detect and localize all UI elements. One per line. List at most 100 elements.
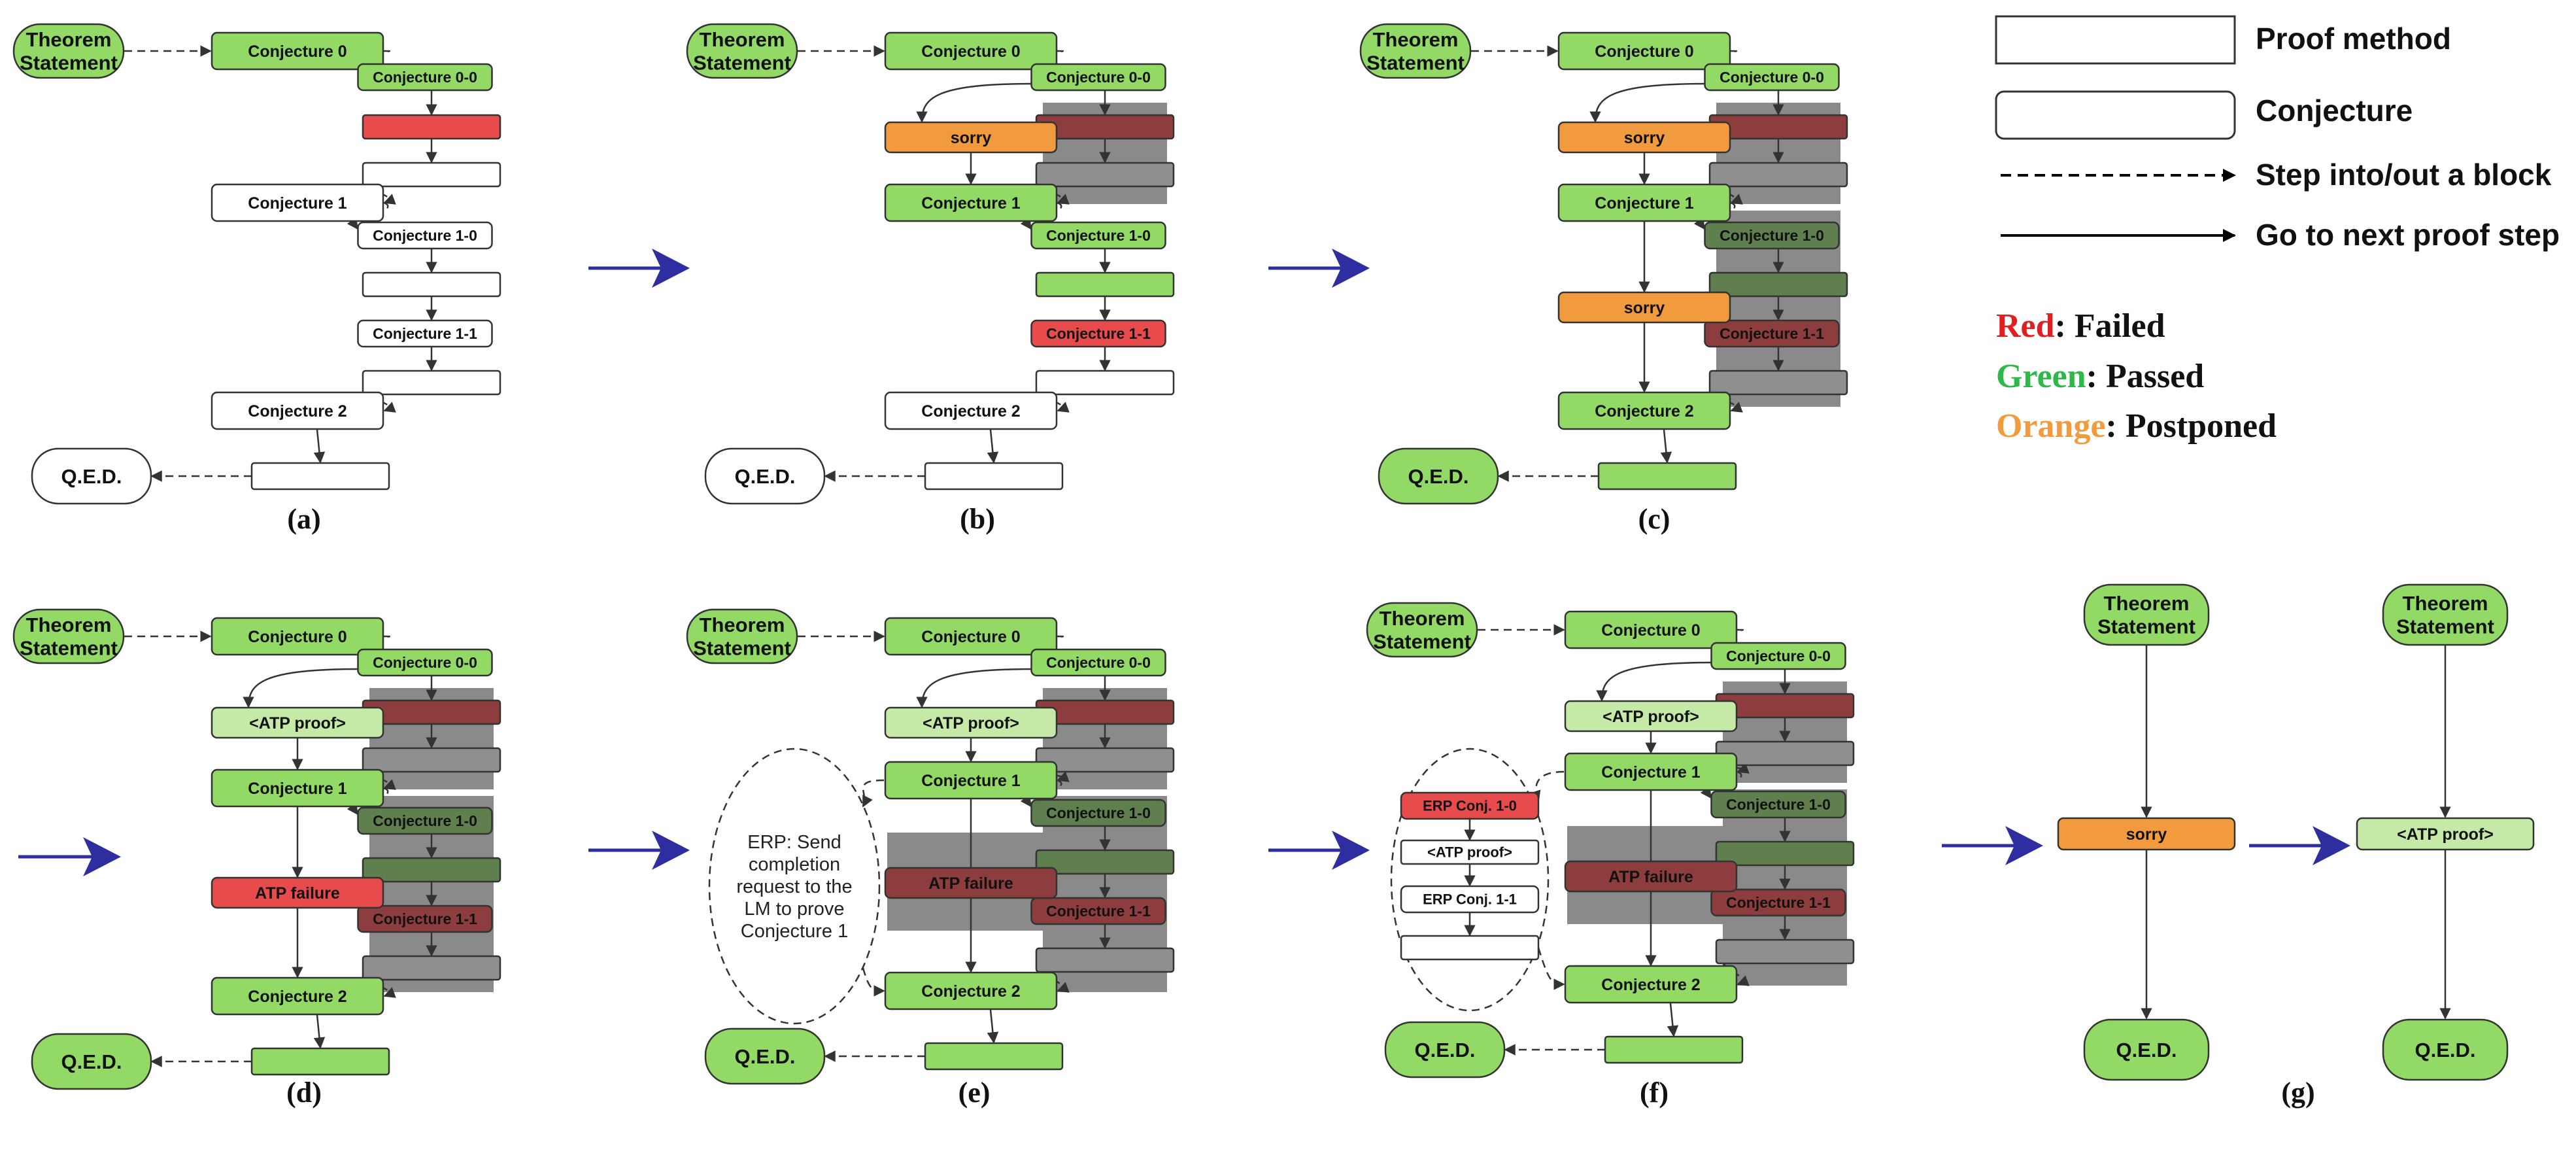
panel-d-proof-step-2 bbox=[250, 1047, 390, 1076]
panel-e-atp-proof-step-label: <ATP proof> bbox=[923, 714, 1019, 732]
panel-d-conjecture-0-0-label: Conjecture 0-0 bbox=[373, 654, 477, 671]
panel-f-conjecture-0-0-label: Conjecture 0-0 bbox=[1726, 647, 1831, 664]
panel-e-qed: Q.E.D. bbox=[704, 1027, 826, 1085]
panel-e-atp-failure-step: ATP failure bbox=[884, 867, 1058, 899]
panel-e-conjecture-0-0: Conjecture 0-0 bbox=[1030, 648, 1166, 677]
panel-b-proof-step-2 bbox=[924, 462, 1064, 491]
panel-d-proof-step-1-0 bbox=[362, 857, 501, 883]
panel-f-atp-proof-step: <ATP proof> bbox=[1564, 700, 1738, 732]
panel-a-proof-step-1-1 bbox=[362, 370, 501, 396]
panel-c-qed-label: Q.E.D. bbox=[1408, 465, 1468, 488]
panel-e-proof-step-1-0 bbox=[1035, 849, 1175, 875]
panel-c-sorry-step-label: sorry bbox=[1624, 129, 1665, 147]
panel-e-conjecture-1-1: Conjecture 1-1 bbox=[1030, 897, 1166, 925]
panel-b-conjecture-1: Conjecture 1 bbox=[884, 183, 1058, 222]
panel-e-conjecture-2-label: Conjecture 2 bbox=[921, 982, 1020, 1001]
panel-c-conjecture-1-0-label: Conjecture 1-0 bbox=[1720, 227, 1824, 244]
dashed-edge bbox=[1529, 770, 1565, 802]
panel-label-c: (c) bbox=[1638, 503, 1670, 535]
panel-d-atp-proof-step: <ATP proof> bbox=[211, 706, 384, 739]
panel-e-conjecture-0-label: Conjecture 0 bbox=[921, 628, 1020, 646]
panel-a-conjecture-0-0-label: Conjecture 0-0 bbox=[373, 69, 477, 86]
panel-f-proof-step-1-0 bbox=[1715, 840, 1855, 867]
panel-f-conjecture-0-0: Conjecture 0-0 bbox=[1710, 642, 1846, 670]
panel-c-proof-step-2 bbox=[1597, 462, 1737, 491]
solid-edge bbox=[243, 668, 360, 708]
panel-f-erp-proof-step bbox=[1400, 935, 1540, 961]
panel-c-proof-step-1-0 bbox=[1708, 271, 1848, 298]
panel-a-qed-label: Q.E.D. bbox=[61, 465, 122, 488]
panel-e-conjecture-0-0-label: Conjecture 0-0 bbox=[1046, 654, 1151, 671]
panel-b-proof-step-0-0b bbox=[1035, 162, 1175, 188]
panel-a-conjecture-0-label: Conjecture 0 bbox=[248, 43, 347, 61]
legend-red-entry: Red: Failed bbox=[1996, 307, 2165, 345]
panel-a-conjecture-1-label: Conjecture 1 bbox=[248, 194, 347, 213]
panel-c-conjecture-1-1-label: Conjecture 1-1 bbox=[1720, 325, 1824, 342]
panel-d-conjecture-1-1-label: Conjecture 1-1 bbox=[373, 910, 477, 927]
legend-orange-entry: Orange: Postponed bbox=[1996, 407, 2277, 445]
panel-b-conjecture-2-label: Conjecture 2 bbox=[921, 402, 1020, 421]
panel-b-sorry-step: sorry bbox=[884, 121, 1058, 154]
panel-a-conjecture-1-0: Conjecture 1-0 bbox=[357, 221, 493, 250]
panel-label-g: (g) bbox=[2281, 1077, 2314, 1109]
solid-edge bbox=[1589, 82, 1707, 123]
panel-e-conjecture-1-0-label: Conjecture 1-0 bbox=[1046, 804, 1151, 821]
panel-f-atp-proof-step-label: <ATP proof> bbox=[1602, 708, 1699, 726]
solid-edge bbox=[916, 82, 1034, 123]
panel-f-conjecture-1-0-label: Conjecture 1-0 bbox=[1726, 796, 1831, 813]
panel-c-conjecture-2-label: Conjecture 2 bbox=[1595, 402, 1693, 421]
panel-e-erp-ellipse bbox=[708, 748, 881, 1025]
panel-e-conjecture-2: Conjecture 2 bbox=[884, 971, 1058, 1010]
panel-c-qed: Q.E.D. bbox=[1378, 447, 1499, 505]
legend-next-step-label: Go to next proof step bbox=[2256, 218, 2560, 252]
panel-c-conjecture-0-0-label: Conjecture 0-0 bbox=[1720, 69, 1824, 86]
panel-d-conjecture-1-0: Conjecture 1-0 bbox=[357, 806, 493, 835]
legend-proof-method-label: Proof method bbox=[2256, 22, 2451, 56]
panel-f-conjecture-0: Conjecture 0 bbox=[1564, 610, 1738, 649]
panel-a-proof-step-1-0 bbox=[362, 271, 501, 298]
panel-a-proof-step-0-0b bbox=[362, 162, 501, 188]
panel-c-conjecture-1-1: Conjecture 1-1 bbox=[1704, 319, 1840, 348]
panel-b-conjecture-1-0: Conjecture 1-0 bbox=[1030, 221, 1166, 250]
solid-edge bbox=[1667, 1003, 1679, 1037]
panel-b-conjecture-0-0: Conjecture 0-0 bbox=[1030, 63, 1166, 92]
panel-b-conjecture-1-1-label: Conjecture 1-1 bbox=[1046, 325, 1151, 342]
panel-c-conjecture-0-0: Conjecture 0-0 bbox=[1704, 63, 1840, 92]
panel-d-proof-step-1-1 bbox=[362, 955, 501, 981]
panel-f-proof-step-1-1 bbox=[1715, 939, 1855, 965]
solid-edge bbox=[313, 429, 326, 464]
panel-f-conjecture-1-1: Conjecture 1-1 bbox=[1710, 888, 1846, 917]
panel-g-right-qed: Q.E.D. bbox=[2382, 1018, 2509, 1081]
panel-d-atp-proof-step-label: <ATP proof> bbox=[249, 714, 346, 732]
panel-c-conjecture-1: Conjecture 1 bbox=[1557, 183, 1731, 222]
panel-a-conjecture-1-1: Conjecture 1-1 bbox=[357, 319, 493, 348]
panel-f-erp-conj-1-1-label: ERP Conj. 1-1 bbox=[1423, 891, 1517, 908]
panel-b-qed: Q.E.D. bbox=[704, 447, 826, 505]
legend-conjecture-label: Conjecture bbox=[2256, 94, 2413, 128]
panel-d-qed: Q.E.D. bbox=[31, 1033, 152, 1090]
panel-d-conjecture-0: Conjecture 0 bbox=[211, 617, 384, 656]
panel-label-a: (a) bbox=[287, 503, 320, 535]
panel-label-f: (f) bbox=[1640, 1077, 1669, 1109]
panel-b-conjecture-1-0-label: Conjecture 1-0 bbox=[1046, 227, 1151, 244]
panel-g-right-qed-label: Q.E.D. bbox=[2415, 1039, 2475, 1061]
legend-step-into-label: Step into/out a block bbox=[2256, 158, 2552, 192]
panel-f-conjecture-1-1-label: Conjecture 1-1 bbox=[1726, 894, 1831, 911]
panel-d-atp-failure-step: ATP failure bbox=[211, 876, 384, 909]
panel-g-left-sorry-step-label: sorry bbox=[2126, 825, 2167, 844]
panel-a-proof-step-0-0a bbox=[362, 114, 501, 140]
panel-f-erp-atp-proof: <ATP proof> bbox=[1400, 839, 1540, 865]
dashed-edge bbox=[862, 967, 885, 997]
panel-d-qed-label: Q.E.D. bbox=[61, 1050, 122, 1073]
panel-g-right-atp-proof-step-label: <ATP proof> bbox=[2397, 825, 2494, 844]
panel-b-conjecture-0: Conjecture 0 bbox=[884, 31, 1058, 71]
panel-labels-layer: (a)(b)(c)(d)(e)(f)(g) bbox=[286, 503, 2315, 1109]
solid-edge bbox=[313, 1014, 326, 1049]
